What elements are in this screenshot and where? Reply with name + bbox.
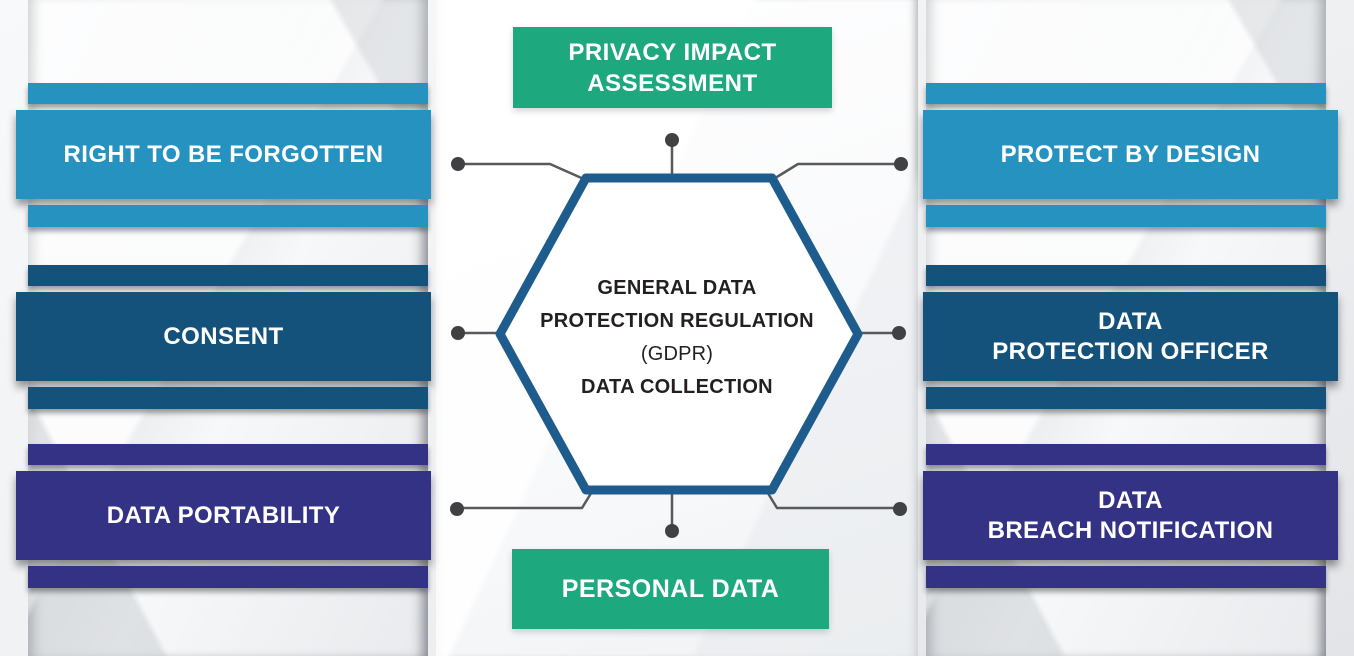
connector-dots (450, 133, 908, 538)
banner-right-to-be-forgotten: RIGHT TO BE FORGOTTEN (16, 83, 431, 227)
banner-band: CONSENT (16, 292, 431, 381)
banner-strip (926, 387, 1326, 409)
banner-strip (926, 265, 1326, 286)
center-panel: PRIVACY IMPACT ASSESSMENT (436, 0, 918, 656)
banner-protect-by-design: PROTECT BY DESIGN (923, 83, 1338, 227)
banner-strip (926, 83, 1326, 104)
banner-label: DATA BREACH NOTIFICATION (987, 486, 1274, 544)
banner-band: DATA BREACH NOTIFICATION (923, 471, 1338, 560)
banner-label: DATA PORTABILITY (106, 501, 341, 529)
hexagon-text: GENERAL DATA PROTECTION REGULATION (GDPR… (497, 272, 857, 404)
banner-strip (926, 444, 1326, 465)
banner-label: RIGHT TO BE FORGOTTEN (63, 140, 384, 168)
banner-data-breach-notification: DATA BREACH NOTIFICATION (923, 444, 1338, 588)
banner-strip (28, 566, 428, 588)
banner-label: DATA PROTECTION OFFICER (992, 307, 1269, 365)
banner-strip (28, 205, 428, 227)
banner-consent: CONSENT (16, 265, 431, 409)
right-panel: PROTECT BY DESIGN DATA PROTECTION OFFICE… (923, 0, 1338, 656)
hexagon-connector-graphic (450, 133, 908, 538)
banner-data-portability: DATA PORTABILITY (16, 444, 431, 588)
hexagon-line-gdpr: (GDPR) (640, 343, 714, 365)
connector-lines (455, 143, 903, 529)
banner-band: RIGHT TO BE FORGOTTEN (16, 110, 431, 199)
banner-band: PROTECT BY DESIGN (923, 110, 1338, 199)
hexagon-line-2: PROTECTION REGULATION (540, 310, 814, 332)
personal-data-box: PERSONAL DATA (512, 549, 829, 629)
banner-strip (926, 566, 1326, 588)
privacy-impact-assessment-label: PRIVACY IMPACT ASSESSMENT (568, 38, 777, 97)
hexagon-line-4: DATA COLLECTION (581, 376, 773, 398)
privacy-impact-assessment-box: PRIVACY IMPACT ASSESSMENT (513, 27, 832, 108)
banner-band: DATA PORTABILITY (16, 471, 431, 560)
hexagon-shape (495, 173, 863, 495)
banner-strip (28, 265, 428, 286)
banner-data-protection-officer: DATA PROTECTION OFFICER (923, 265, 1338, 409)
banner-strip (28, 83, 428, 104)
banner-strip (926, 205, 1326, 227)
personal-data-label: PERSONAL DATA (561, 575, 780, 603)
banner-strip (28, 444, 428, 465)
hexagon-line-1: GENERAL DATA (597, 277, 757, 299)
banner-strip (28, 387, 428, 409)
banner-label: PROTECT BY DESIGN (1000, 140, 1261, 168)
left-panel: RIGHT TO BE FORGOTTEN CONSENT DATA PORTA… (16, 0, 431, 656)
banner-label: CONSENT (163, 322, 284, 350)
banner-band: DATA PROTECTION OFFICER (923, 292, 1338, 381)
